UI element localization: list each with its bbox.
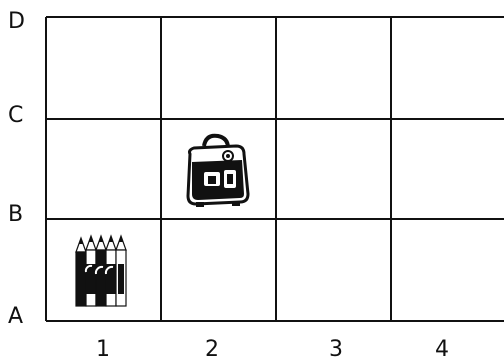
crayons-icon	[76, 236, 126, 306]
column-label-2: 2	[205, 337, 219, 360]
column-label-4: 4	[435, 337, 449, 360]
column-labels: 1 2 3 4	[96, 337, 449, 360]
crayon-icon	[86, 236, 96, 306]
crayon-icon	[106, 236, 116, 306]
row-label-b: B	[8, 202, 23, 227]
row-label-c: C	[8, 103, 23, 128]
row-labels: D C B A	[8, 9, 25, 329]
row-label-a: A	[8, 304, 23, 329]
row-label-d: D	[8, 9, 25, 34]
school-bag-icon	[188, 136, 248, 207]
crayon-icon	[96, 236, 106, 306]
crayon-icon	[116, 236, 126, 306]
column-label-3: 3	[329, 337, 343, 360]
column-label-1: 1	[96, 337, 110, 360]
crayon-icon	[76, 238, 86, 306]
